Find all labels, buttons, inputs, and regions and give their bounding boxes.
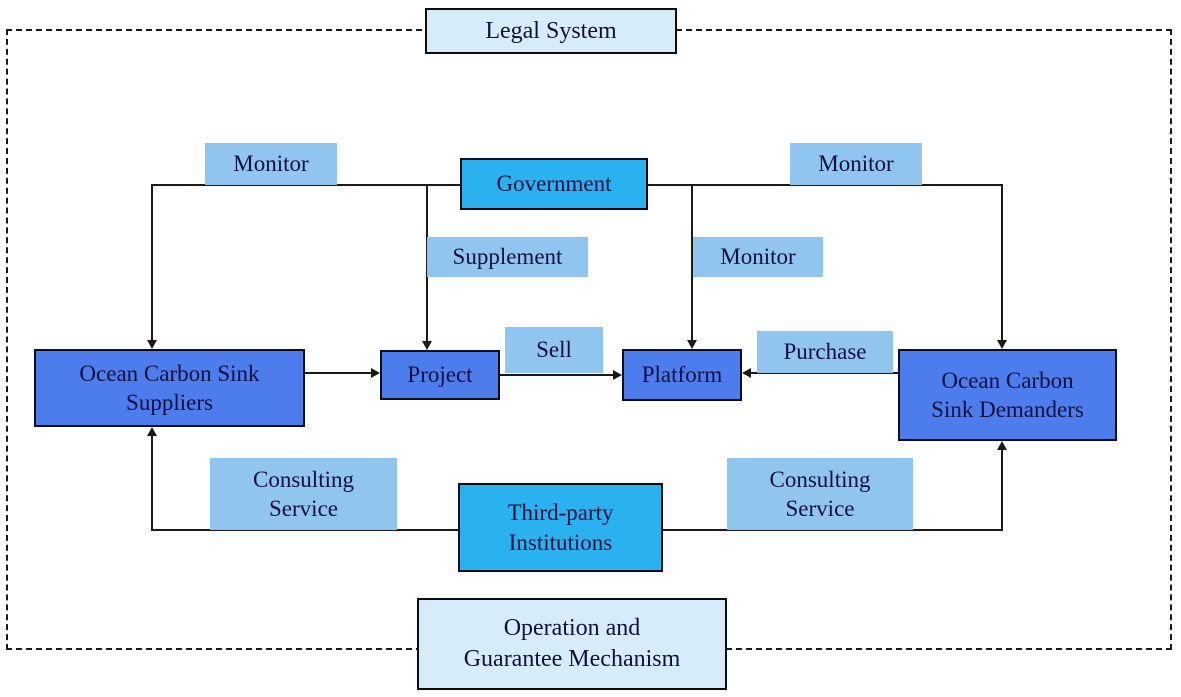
edge-label-text: Supplement	[452, 244, 563, 270]
edge-label-line: Service	[785, 496, 855, 521]
edge-sell-line	[500, 374, 615, 376]
edge-label-monitor-top-right: Monitor	[790, 143, 922, 185]
edge-government-to-left	[151, 184, 460, 186]
node-operation-guarantee-mechanism: Operation and Guarantee Mechanism	[417, 598, 727, 690]
edge-label-line: Consulting	[769, 466, 871, 492]
arrowhead-into-demanders-top	[997, 340, 1007, 349]
edge-monitor-suppliers-line	[151, 184, 153, 342]
node-government: Government	[460, 158, 648, 210]
edge-thirdparty-to-demanders-horizontal	[663, 529, 1003, 531]
node-project: Project	[380, 350, 500, 400]
edge-label-supplement: Supplement	[427, 237, 588, 277]
node-label: Legal System	[485, 17, 617, 44]
node-label-line: Ocean Carbon Sink	[79, 360, 260, 386]
edge-label-text: Purchase	[783, 339, 867, 365]
edge-label-text: Monitor	[233, 151, 309, 177]
node-platform: Platform	[622, 349, 742, 401]
arrowhead-into-platform-right	[742, 368, 751, 378]
edge-label-monitor-top-left: Monitor	[205, 143, 337, 185]
node-label: Project	[407, 362, 473, 388]
arrowhead-into-platform-top	[687, 340, 697, 349]
edge-thirdparty-to-suppliers-horizontal	[151, 529, 458, 531]
edge-label-text: Monitor	[818, 151, 894, 177]
arrowhead-into-project-top	[422, 341, 432, 350]
edge-label-consulting-service-right: Consulting Service	[727, 458, 913, 530]
edge-thirdparty-to-suppliers-vertical	[151, 435, 153, 531]
node-ocean-carbon-sink-suppliers: Ocean Carbon Sink Suppliers	[34, 349, 305, 427]
edge-label-line: Consulting	[253, 466, 354, 492]
arrowhead-into-project-left	[371, 368, 380, 378]
edge-government-to-right	[648, 184, 1003, 186]
edge-label-sell: Sell	[505, 327, 603, 373]
edge-label-line: Service	[269, 496, 338, 521]
arrowhead-into-platform-left	[613, 370, 622, 380]
node-label-line: Ocean Carbon	[941, 367, 1074, 393]
node-label-line: Third-party	[507, 500, 614, 526]
node-label-line: Sink Demanders	[931, 397, 1084, 422]
node-third-party-institutions: Third-party Institutions	[458, 483, 663, 572]
arrowhead-into-suppliers-top	[147, 340, 157, 349]
edge-label-text: Monitor	[720, 244, 796, 270]
node-legal-system: Legal System	[425, 8, 677, 54]
edge-monitor-demanders-line	[1001, 184, 1003, 342]
node-label-line: Operation and	[503, 615, 641, 642]
node-label-line: Suppliers	[126, 390, 213, 415]
node-label: Government	[496, 171, 612, 197]
node-label-line: Institutions	[508, 529, 613, 555]
edge-monitor-platform-line	[691, 184, 693, 342]
edge-purchase-line	[751, 372, 898, 374]
arrowhead-into-suppliers-bottom	[147, 427, 157, 436]
node-label: Platform	[641, 362, 723, 388]
node-label-line: Guarantee Mechanism	[463, 646, 681, 672]
node-ocean-carbon-sink-demanders: Ocean Carbon Sink Demanders	[898, 349, 1117, 441]
edge-label-purchase: Purchase	[757, 331, 893, 373]
edge-thirdparty-to-demanders-vertical	[1001, 449, 1003, 531]
edge-label-consulting-service-left: Consulting Service	[210, 458, 397, 530]
edge-suppliers-project	[305, 372, 373, 374]
edge-label-text: Sell	[536, 337, 572, 363]
arrowhead-into-demanders-bottom	[997, 441, 1007, 450]
edge-label-monitor-middle: Monitor	[693, 237, 823, 277]
